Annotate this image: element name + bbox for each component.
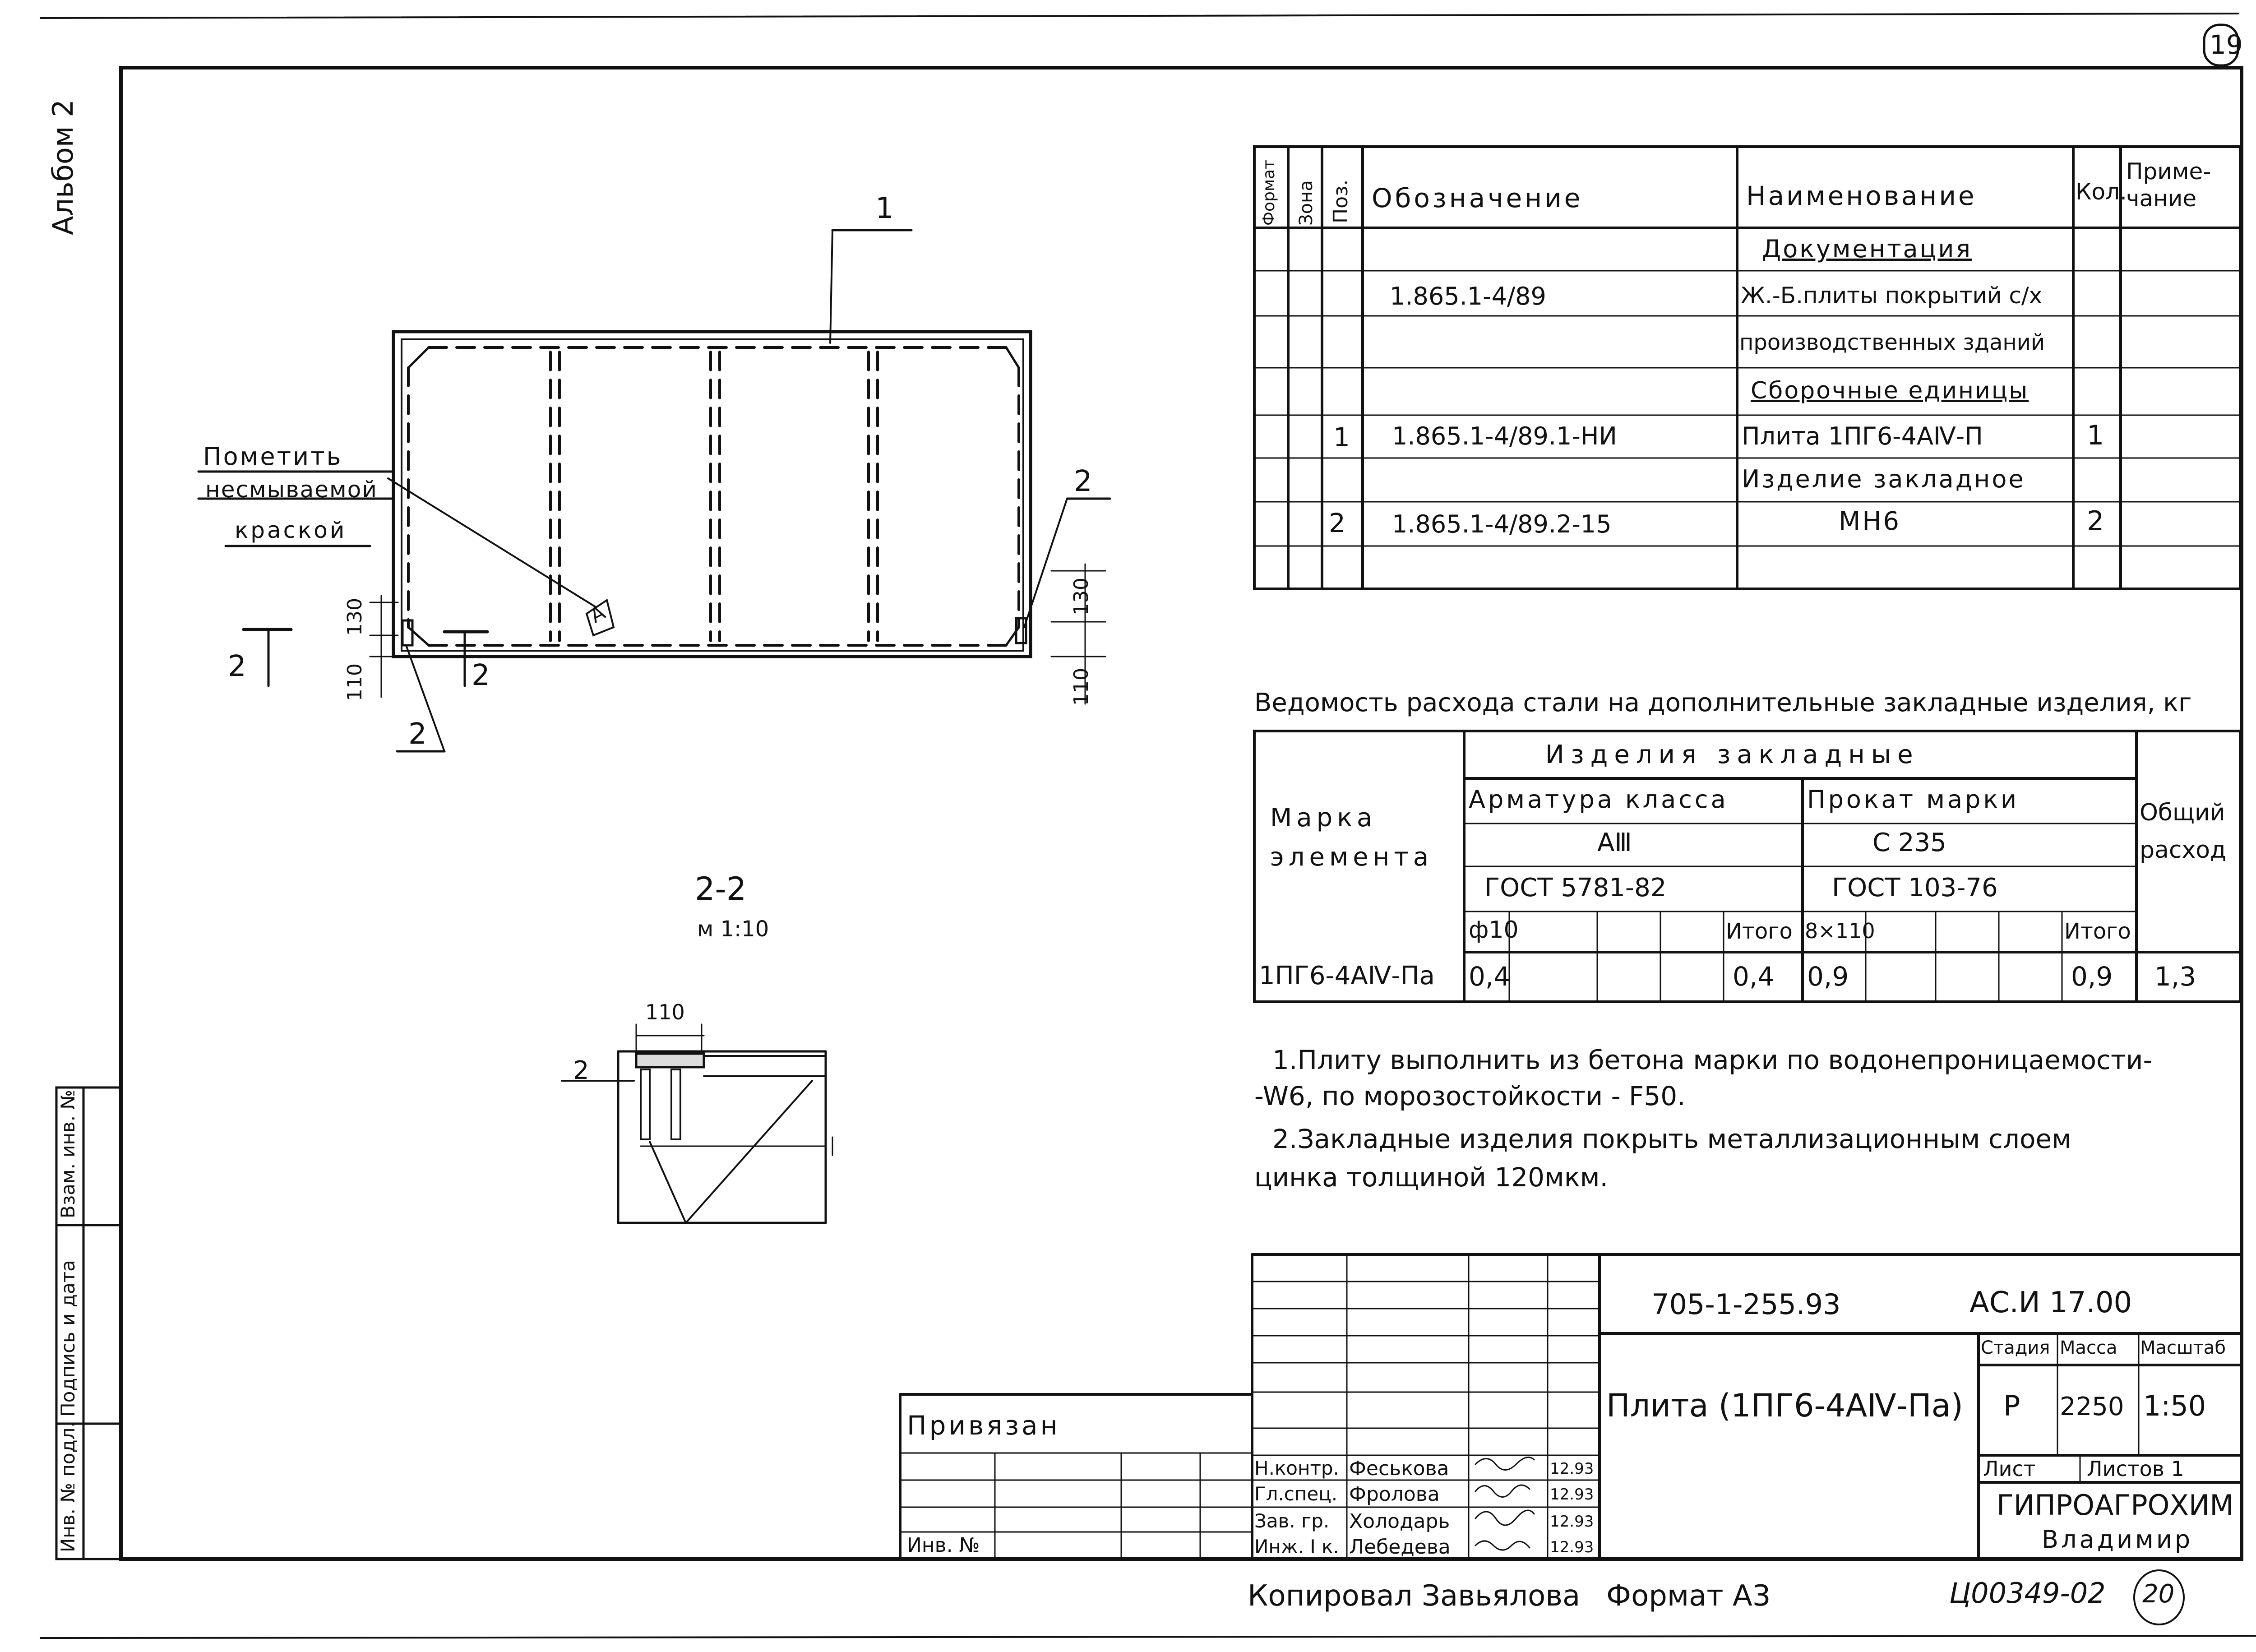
format-label: Формат А3 [1606,1579,1771,1613]
spec-row-designation: 1.865.1-4/89.2-15 [1392,510,1612,538]
side-inv-podl: Инв. № подл. [57,1421,79,1552]
spec-row-name: Сборочные единицы [1751,377,2029,404]
copied-by: Копировал Завьялова [1248,1579,1581,1613]
section-mark-left: 2 [228,650,246,683]
steel-col-phi10: ф10 [1469,916,1519,944]
steel-total-header: Общий расход [2140,799,2227,864]
spec-row-name: МН6 [1839,507,1901,536]
mark-note-line-1: Пометить [203,442,343,471]
steel-title: Ведомость расхода стали на дополнительны… [1254,688,2192,717]
sheets-label: Листов 1 [2087,1457,2184,1481]
spec-row-designation: 1.865.1-4/89.1-НИ [1392,422,1617,450]
steel-group-header: Изделия закладные [1545,740,1919,769]
archive-code: Ц00349-02 [1949,1577,2106,1610]
note-line: 1.Плиту выполнить из бетона марки по вод… [1272,1045,2153,1075]
note-line: 2.Закладные изделия покрыть металлизацио… [1272,1124,2071,1154]
spec-row-name: Документация [1762,235,1972,263]
inv-no-label: Инв. № [907,1534,980,1557]
section-title: 2-2 [695,870,747,907]
stamp-title: Плита (1ПГ6-4АⅣ-Па) [1606,1387,1963,1424]
privyazan-label: Привязан [907,1410,1060,1441]
scale-label: Масштаб [2140,1337,2226,1358]
steel-rebar-gost: ГОСТ 5781-82 [1484,873,1667,902]
signer-name: Феськова [1349,1457,1449,1480]
steel-rolled-gost: ГОСТ 103-76 [1832,873,1998,902]
album-label: Альбом 2 [46,99,79,235]
spec-header-name: Наименование [1746,180,1977,211]
signer-name: Холодарь [1349,1510,1450,1533]
steel-row-itogo1: 0,4 [1733,961,1775,992]
spec-header-format: Формат [1260,159,1278,226]
mass-label: Масса [2060,1337,2117,1358]
signer-role: Зав. гр. [1254,1510,1330,1532]
mass-value: 2250 [2060,1392,2124,1421]
steel-col-itogo2: Итого [2064,919,2131,944]
section-leader-2: 2 [573,1056,589,1085]
spec-row-qty: 1 [2087,420,2104,451]
spec-header-qty: Кол. [2076,179,2127,205]
spec-row-name: Ж.-Б.плиты покрытий с/х [1741,282,2043,309]
dim-left-130: 130 [343,598,366,636]
dim-left-110: 110 [343,663,366,701]
signer-date: 12.93 [1550,1485,1594,1504]
stage-label: Стадия [1981,1337,2050,1358]
spec-row-pos: 1 [1333,422,1350,453]
spec-header-designation: Обозначение [1372,183,1583,213]
steel-col-itogo1: Итого [1726,919,1793,944]
spec-row-designation: 1.865.1-4/89 [1390,282,1546,310]
scale-value: 1:50 [2143,1389,2206,1422]
plan-leader-1-label: 1 [875,192,894,225]
dim-right-130: 130 [1069,578,1093,615]
plan-leader-2-bottom-label: 2 [408,717,427,751]
signer-name: Фролова [1349,1483,1440,1506]
signer-role: Н.контр. [1254,1457,1339,1479]
steel-rebar-class: АⅢ [1597,828,1632,857]
spec-header-zone: Зона [1296,180,1317,226]
steel-rolled-grade: С 235 [1872,828,1946,857]
steel-rolled-header: Прокат марки [1807,785,2020,814]
steel-row-itogo2: 0,9 [2071,961,2113,992]
signer-role: Гл.спец. [1254,1483,1338,1505]
dim-right-110: 110 [1069,668,1093,706]
doc-code: АС.И 17.00 [1969,1286,2132,1319]
mark-note-line-3: краской [235,517,347,543]
spec-row-name: Изделие закладное [1742,465,2025,493]
sheet-label: Лист [1983,1457,2036,1481]
side-vzam-inv: Взам. инв. № [57,1089,79,1218]
signer-date: 12.93 [1550,1460,1594,1478]
section-dim-110: 110 [645,1000,685,1024]
stage-value: Р [2003,1389,2020,1422]
spec-row-qty: 2 [2087,505,2104,537]
steel-row-8x110: 0,9 [1807,961,1849,992]
signer-role: Инж. I к. [1254,1536,1339,1558]
sheet-number-bottom: 20 [2142,1579,2175,1609]
spec-row-name: Плита 1ПГ6-4АⅣ-П [1742,422,1983,450]
steel-col-8x110: 8×110 [1805,919,1875,943]
org-line-2: Владимир [2042,1525,2193,1554]
plan-leader-2-right-label: 2 [1074,465,1092,498]
steel-mark-header: Марка элемента [1270,803,1433,872]
signer-date: 12.93 [1550,1538,1594,1556]
spec-header-note: Приме-чание [2126,158,2211,212]
steel-row-total: 1,3 [2154,961,2196,992]
sheet-number-top: 19 [2210,29,2243,60]
spec-row-name: производственных зданий [1739,330,2045,355]
mark-note-line-2: несмываемой [205,477,378,503]
signer-name: Лебедева [1349,1536,1451,1559]
steel-rebar-header: Арматура класса [1469,785,1729,814]
section-scale: м 1:10 [697,916,769,942]
section-mark-right: 2 [472,659,490,692]
project-code: 705-1-255.93 [1651,1288,1841,1321]
spec-header-pos: Поз. [1329,179,1352,223]
steel-row-phi10: 0,4 [1469,961,1511,992]
steel-row-mark: 1ПГ6-4АⅣ-Па [1259,961,1435,990]
signer-date: 12.93 [1550,1513,1594,1531]
spec-row-pos: 2 [1329,508,1345,538]
note-line: -W6, по морозостойкости - F50. [1254,1081,1686,1111]
org-line-1: ГИПРОАГРОХИМ [1997,1489,2234,1522]
note-line: цинка толщиной 120мкм. [1254,1162,1608,1193]
side-sign-date: Подпись и дата [57,1260,79,1417]
